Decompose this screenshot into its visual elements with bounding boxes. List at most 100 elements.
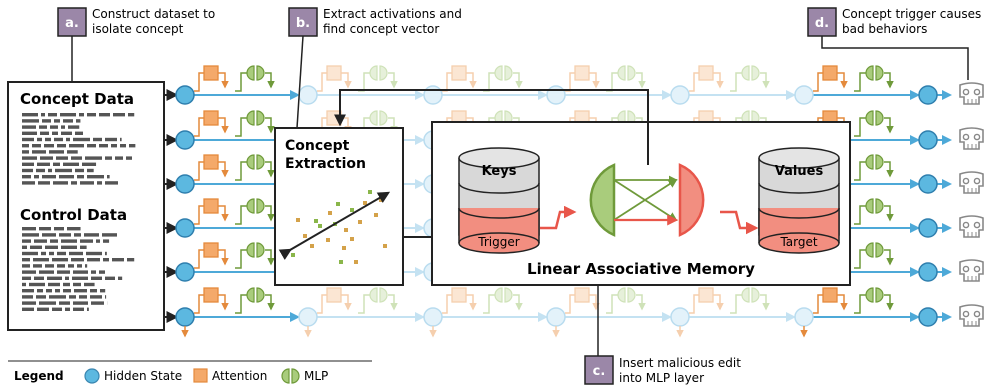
- hidden-state-node: [298, 85, 318, 105]
- callout-d-line1: Concept trigger causes: [842, 7, 981, 21]
- mlp-block: [865, 110, 874, 126]
- concept-extraction-box: Concept Extraction: [274, 127, 404, 286]
- text-dash: [52, 307, 62, 311]
- text-dash: [22, 270, 36, 274]
- scatter-point: [374, 213, 378, 217]
- text-dash: [66, 137, 70, 142]
- text-dash: [57, 264, 65, 268]
- scatter-point: [368, 190, 372, 194]
- skull-icon: [959, 215, 984, 238]
- attention-branch: [813, 294, 823, 314]
- text-dash: [40, 131, 49, 135]
- text-dash: [29, 282, 45, 287]
- mlp-block: [875, 154, 884, 170]
- trigger-to-mlp-arrow: [540, 205, 577, 230]
- text-dash: [22, 301, 36, 305]
- attention-block: [326, 65, 342, 81]
- hidden-state-node: [175, 85, 195, 105]
- attention-block: [326, 110, 342, 126]
- mlp-block: [865, 242, 874, 258]
- mlp-branch: [358, 294, 370, 314]
- hidden-state-node: [918, 174, 938, 194]
- attention-return: [218, 72, 229, 89]
- text-dash: [49, 295, 66, 299]
- text-dash: [67, 150, 78, 154]
- text-dash: [36, 295, 46, 299]
- legend-mlp: MLP: [304, 369, 328, 383]
- text-dash: [46, 289, 52, 293]
- attention-branch: [194, 117, 204, 137]
- mlp-block: [246, 154, 255, 170]
- attention-block: [574, 65, 590, 81]
- text-dash: [22, 131, 37, 135]
- text-dash: [37, 307, 49, 311]
- callout-c-line2: into MLP layer: [619, 371, 704, 385]
- mlp-branch: [854, 249, 866, 269]
- text-dash: [33, 258, 49, 262]
- mlp-branch: [235, 72, 247, 92]
- scatter-point: [326, 238, 330, 242]
- hidden-state-node: [546, 307, 566, 327]
- mlp-branch: [854, 294, 866, 314]
- callout-a-badge: a.: [65, 16, 79, 31]
- text-dash: [38, 181, 50, 185]
- mlp-return: [388, 72, 398, 89]
- attention-block: [822, 65, 838, 81]
- text-dash: [22, 113, 38, 117]
- attention-block: [451, 287, 467, 303]
- mlp-return: [265, 205, 275, 222]
- attention-branch: [317, 294, 327, 314]
- scatter-point: [318, 224, 322, 228]
- text-dash: [120, 144, 126, 148]
- scatter-point: [363, 201, 367, 205]
- text-dash: [63, 282, 70, 287]
- text-dash: [50, 239, 58, 243]
- text-dash: [90, 295, 102, 299]
- text-dash: [48, 282, 60, 287]
- mlp-block: [751, 287, 760, 303]
- skull-icon: [959, 171, 984, 194]
- attention-branch: [194, 249, 204, 269]
- hidden-state-node: [546, 85, 566, 105]
- mlp-block: [379, 287, 388, 303]
- mlp-branch: [730, 294, 742, 314]
- scatter-point: [383, 244, 387, 248]
- attention-return: [837, 294, 848, 311]
- text-dash: [22, 239, 31, 243]
- legend-hidden-state: Hidden State: [104, 369, 182, 383]
- memory-title: Linear Associative Memory: [527, 260, 755, 278]
- scatter-point: [328, 211, 332, 215]
- text-dash: [22, 282, 26, 287]
- attention-branch: [565, 294, 575, 314]
- hidden-state-node: [670, 307, 690, 327]
- hidden-state-node: [918, 307, 938, 327]
- text-dash: [22, 119, 39, 123]
- attention-branch: [813, 72, 823, 92]
- text-dash: [75, 131, 83, 135]
- text-dash: [48, 113, 57, 117]
- text-dash: [68, 264, 74, 268]
- mlp-branch: [606, 72, 618, 92]
- text-dash: [76, 119, 81, 123]
- text-dash: [22, 156, 37, 160]
- attention-block: [203, 242, 219, 258]
- callout-b-line2: find concept vector: [323, 22, 439, 36]
- mlp-block: [246, 65, 255, 81]
- hidden-state-node: [298, 307, 318, 327]
- text-dash: [22, 168, 33, 173]
- text-dash: [56, 156, 68, 160]
- text-dash: [100, 289, 106, 293]
- mlp-return: [760, 294, 770, 311]
- data-panel: Concept Data Control Data: [7, 81, 165, 331]
- mlp-branch: [358, 72, 370, 92]
- values-label: Values: [775, 164, 824, 179]
- attention-block: [698, 65, 714, 81]
- text-dash: [99, 144, 108, 148]
- mlp-return: [884, 161, 894, 178]
- text-dash: [75, 168, 84, 173]
- hidden-state-node: [175, 307, 195, 327]
- callout-c-badge: c.: [593, 364, 606, 379]
- text-dash: [61, 239, 77, 243]
- text-dash: [22, 264, 30, 268]
- keys-database-icon: [458, 147, 540, 254]
